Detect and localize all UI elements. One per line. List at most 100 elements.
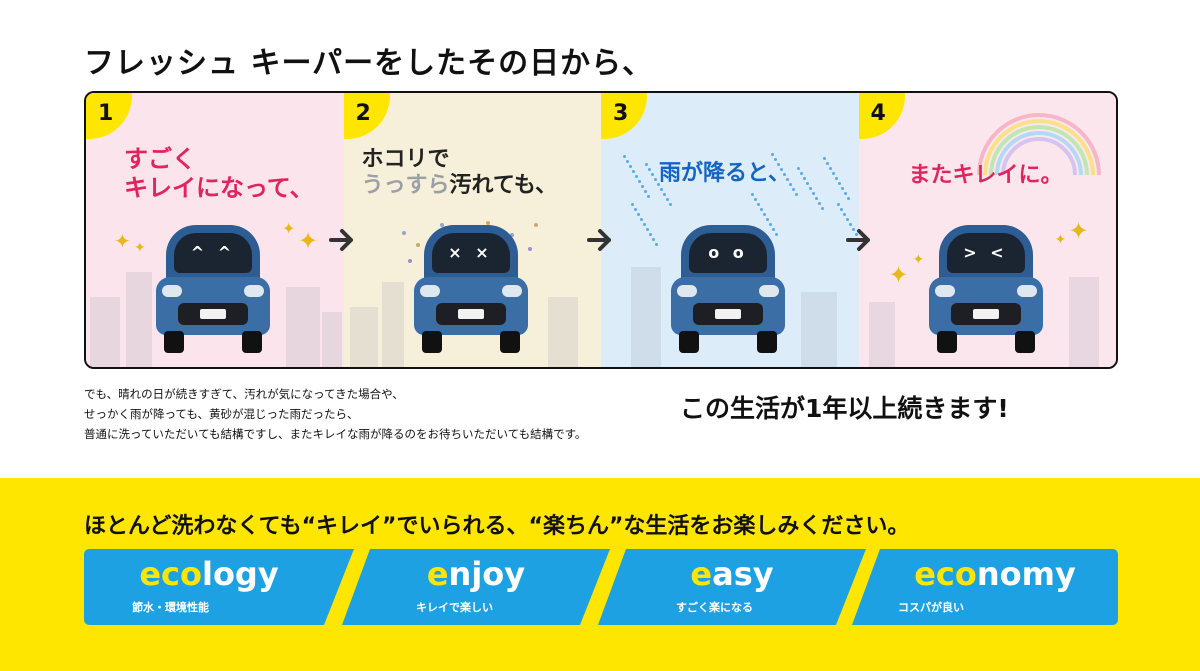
- caption-line: すごく: [124, 145, 196, 173]
- city-skyline: [344, 257, 602, 367]
- rain-drop: [663, 193, 666, 196]
- rain-drop: [780, 168, 783, 171]
- car-illustration: × ×: [410, 225, 532, 355]
- caption-line: またキレイに。: [908, 163, 1063, 188]
- rain-drop: [645, 163, 648, 166]
- car-face: > <: [963, 243, 1008, 262]
- rain-drop: [771, 153, 774, 156]
- rain-drop: [657, 183, 660, 186]
- rain-drop: [651, 173, 654, 176]
- rain-drop: [648, 168, 651, 171]
- sparkle-icon: ✦: [1054, 232, 1067, 248]
- rain-drop: [632, 170, 635, 173]
- rain-drop: [789, 183, 792, 186]
- rain-drop: [837, 203, 840, 206]
- rain-drop: [638, 180, 641, 183]
- note-line: 普通に洗っていただいても結構ですし、またキレイな雨が降るのをお待ちいただいても結…: [84, 427, 587, 441]
- car-face: o o: [708, 243, 748, 262]
- rain-drop: [634, 208, 637, 211]
- highlight-text: この生活が1年以上続きます!: [680, 394, 1009, 423]
- step-panel-2: 2 ホコリで うっすら汚れても、 × ×: [343, 93, 602, 367]
- badge-easy: easy すごく楽になる: [598, 549, 866, 625]
- rain-drop: [843, 213, 846, 216]
- badge-sub: キレイで楽しい: [416, 601, 493, 614]
- rain-drop: [803, 177, 806, 180]
- steps-strip: 1 すごく キレイになって、 ✦ ✦ ✦ ✦ ^ ^ 2 ホコリで うっすら汚れ…: [84, 91, 1118, 369]
- note-line: でも、晴れの日が続きすぎて、汚れが気になってきた場合や、: [84, 387, 404, 401]
- rain-drop: [818, 202, 821, 205]
- badge-word: njoy: [448, 555, 526, 593]
- city-skyline: [86, 257, 344, 367]
- rain-drop: [641, 185, 644, 188]
- rainbow-icon: [976, 113, 1101, 176]
- rain-drop: [786, 178, 789, 181]
- rain-drop: [832, 172, 835, 175]
- caption-line: ホコリで: [361, 147, 450, 172]
- badge-word: asy: [712, 555, 774, 593]
- car-face: × ×: [448, 243, 493, 262]
- step-panel-3: 3 雨が降ると、 o o: [601, 93, 859, 367]
- rain-drop: [644, 190, 647, 193]
- car-illustration: o o: [667, 225, 789, 355]
- rain-drop: [855, 233, 858, 236]
- rain-drop: [849, 223, 852, 226]
- rain-drop: [777, 163, 780, 166]
- rain-drop: [847, 197, 850, 200]
- sparkle-icon: ✦: [114, 229, 131, 253]
- rain-drop: [823, 157, 826, 160]
- rain-drop: [652, 238, 655, 241]
- badge-accent: e: [690, 555, 713, 593]
- car-illustration: ^ ^: [152, 225, 274, 355]
- step-number: 2: [355, 101, 371, 126]
- rain-drop: [629, 165, 632, 168]
- step-caption: ホコリで うっすら汚れても、: [362, 147, 558, 200]
- car-face: ^ ^: [190, 243, 236, 262]
- rain-drop: [821, 207, 824, 210]
- band-title: ほとんど洗わなくても“キレイ”でいられる、“楽ちん”な生活をお楽しみください。: [84, 514, 910, 539]
- caption-line: キレイになって、: [124, 173, 314, 202]
- caption-line: 雨が降ると、: [659, 161, 791, 186]
- rain-drop: [826, 162, 829, 165]
- rain-drop: [797, 167, 800, 170]
- badge-word: nomy: [976, 555, 1076, 593]
- rain-drop: [775, 233, 778, 236]
- rain-drop: [812, 192, 815, 195]
- rain-drop: [666, 198, 669, 201]
- step-number: 1: [98, 101, 114, 126]
- arrow-right-icon: [329, 229, 353, 251]
- sparkle-icon: ✦: [912, 252, 925, 268]
- rain-drop: [654, 178, 657, 181]
- badge-accent: e: [426, 555, 449, 593]
- rain-drop: [840, 208, 843, 211]
- rain-drop: [757, 203, 760, 206]
- rain-drop: [792, 188, 795, 191]
- step-number: 4: [870, 101, 886, 126]
- rain-drop: [769, 223, 772, 226]
- sparkle-icon: ✦: [298, 227, 319, 255]
- rain-drop: [772, 228, 775, 231]
- step-number: 3: [613, 101, 629, 126]
- badge-accent: eco: [914, 555, 977, 593]
- caption-grey-text: うっすら: [361, 173, 450, 199]
- badge-sub: コスパが良い: [898, 601, 964, 614]
- city-skyline: [859, 257, 1117, 367]
- sparkle-icon: ✦: [134, 240, 146, 256]
- rain-drop: [763, 213, 766, 216]
- rain-drop: [626, 160, 629, 163]
- headline: フレッシュ キーパーをしたその日から、: [84, 46, 654, 81]
- rain-drop: [649, 233, 652, 236]
- car-illustration: > <: [925, 225, 1047, 355]
- rain-drop: [838, 182, 841, 185]
- badge-ecology: ecology 節水・環境性能: [84, 549, 354, 625]
- rain-drop: [783, 173, 786, 176]
- note-line: せっかく雨が降っても、黄砂が混じった雨だったら、: [84, 407, 359, 421]
- rain-drop: [806, 182, 809, 185]
- sparkle-icon: ✦: [1068, 217, 1089, 245]
- step-panel-4: 4 またキレイに。 ✦ ✦ ✦ ✦ > <: [858, 93, 1117, 367]
- rain-drop: [846, 218, 849, 221]
- rain-drop: [647, 195, 650, 198]
- rain-drop: [751, 193, 754, 196]
- rain-drop: [646, 228, 649, 231]
- rain-drop: [660, 188, 663, 191]
- sparkle-icon: ✦: [282, 219, 296, 238]
